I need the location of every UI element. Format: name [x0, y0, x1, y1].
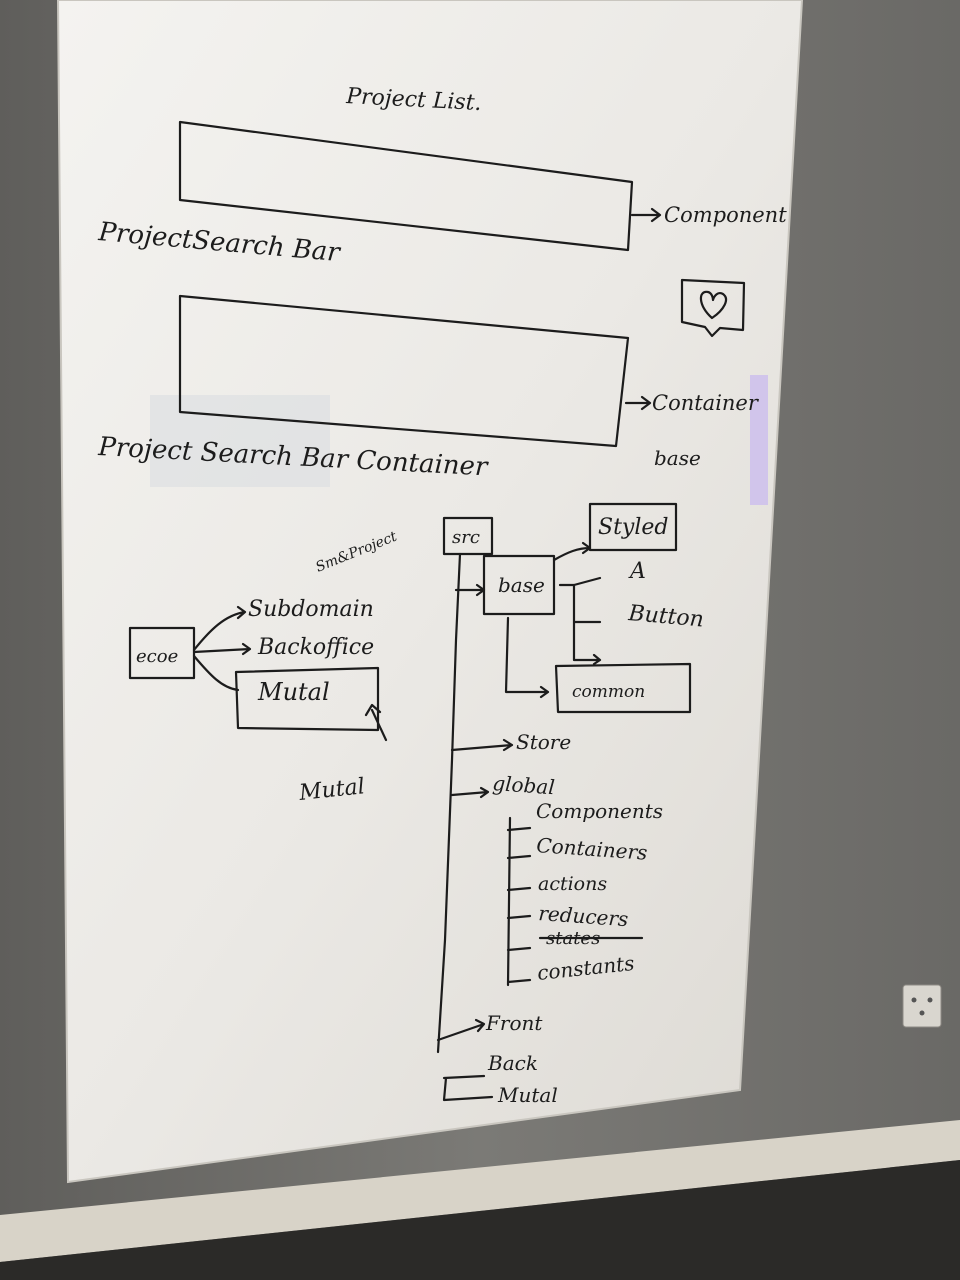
- styled-box: [588, 502, 678, 552]
- src-trunk: [436, 552, 462, 1054]
- component-arrow: [630, 207, 662, 223]
- common-label: common: [572, 682, 645, 702]
- global-subtrunk: [506, 816, 532, 987]
- subdomain-label: Subdomain: [248, 597, 374, 622]
- whiteboard: [56, 0, 804, 1184]
- store-label: Store: [516, 730, 571, 754]
- bottom-bracket: [442, 1074, 494, 1102]
- mutal-box: [234, 666, 380, 732]
- front-label: Front: [485, 1011, 543, 1035]
- actions-label: actions: [538, 873, 607, 895]
- component-box: [178, 120, 634, 252]
- container-box: [178, 294, 630, 448]
- mutal-bottom-label: Mutal: [497, 1083, 558, 1107]
- base-label: base: [498, 573, 545, 597]
- base-box: [482, 554, 556, 616]
- backoffice-arrow: [192, 642, 252, 656]
- mutal-label: Mutal: [257, 678, 330, 706]
- heart-icon: [680, 278, 746, 338]
- baseboard: [0, 1120, 960, 1262]
- states-label: states: [546, 928, 600, 949]
- backoffice-label: Backoffice: [257, 635, 374, 660]
- base-note: base: [654, 446, 701, 470]
- mutal-arrow: [192, 654, 240, 692]
- components-label: Components: [536, 799, 663, 823]
- common-arrow: [504, 616, 550, 699]
- src-label: src: [452, 527, 480, 548]
- global-label: global: [492, 771, 556, 799]
- base-children-lines: [558, 576, 602, 666]
- front-arrow: [436, 1018, 486, 1042]
- store-arrow: [450, 738, 514, 752]
- src-box: [442, 516, 494, 556]
- component-label: Component: [664, 203, 787, 227]
- subdomain-arrow: [192, 605, 247, 652]
- container-label: Container: [652, 391, 760, 415]
- purple-reflection: [750, 375, 768, 505]
- mutal-note-arrow: [364, 703, 388, 742]
- styled-label: Styled: [598, 515, 668, 540]
- a-label: A: [628, 559, 646, 584]
- back-label: Back: [487, 1051, 538, 1075]
- container-arrow: [624, 395, 652, 411]
- floor: [0, 1160, 960, 1280]
- ecoe-label: ecoe: [136, 646, 178, 667]
- common-box: [554, 662, 692, 714]
- global-arrow: [450, 786, 490, 799]
- power-outlet-icon: [902, 984, 942, 1028]
